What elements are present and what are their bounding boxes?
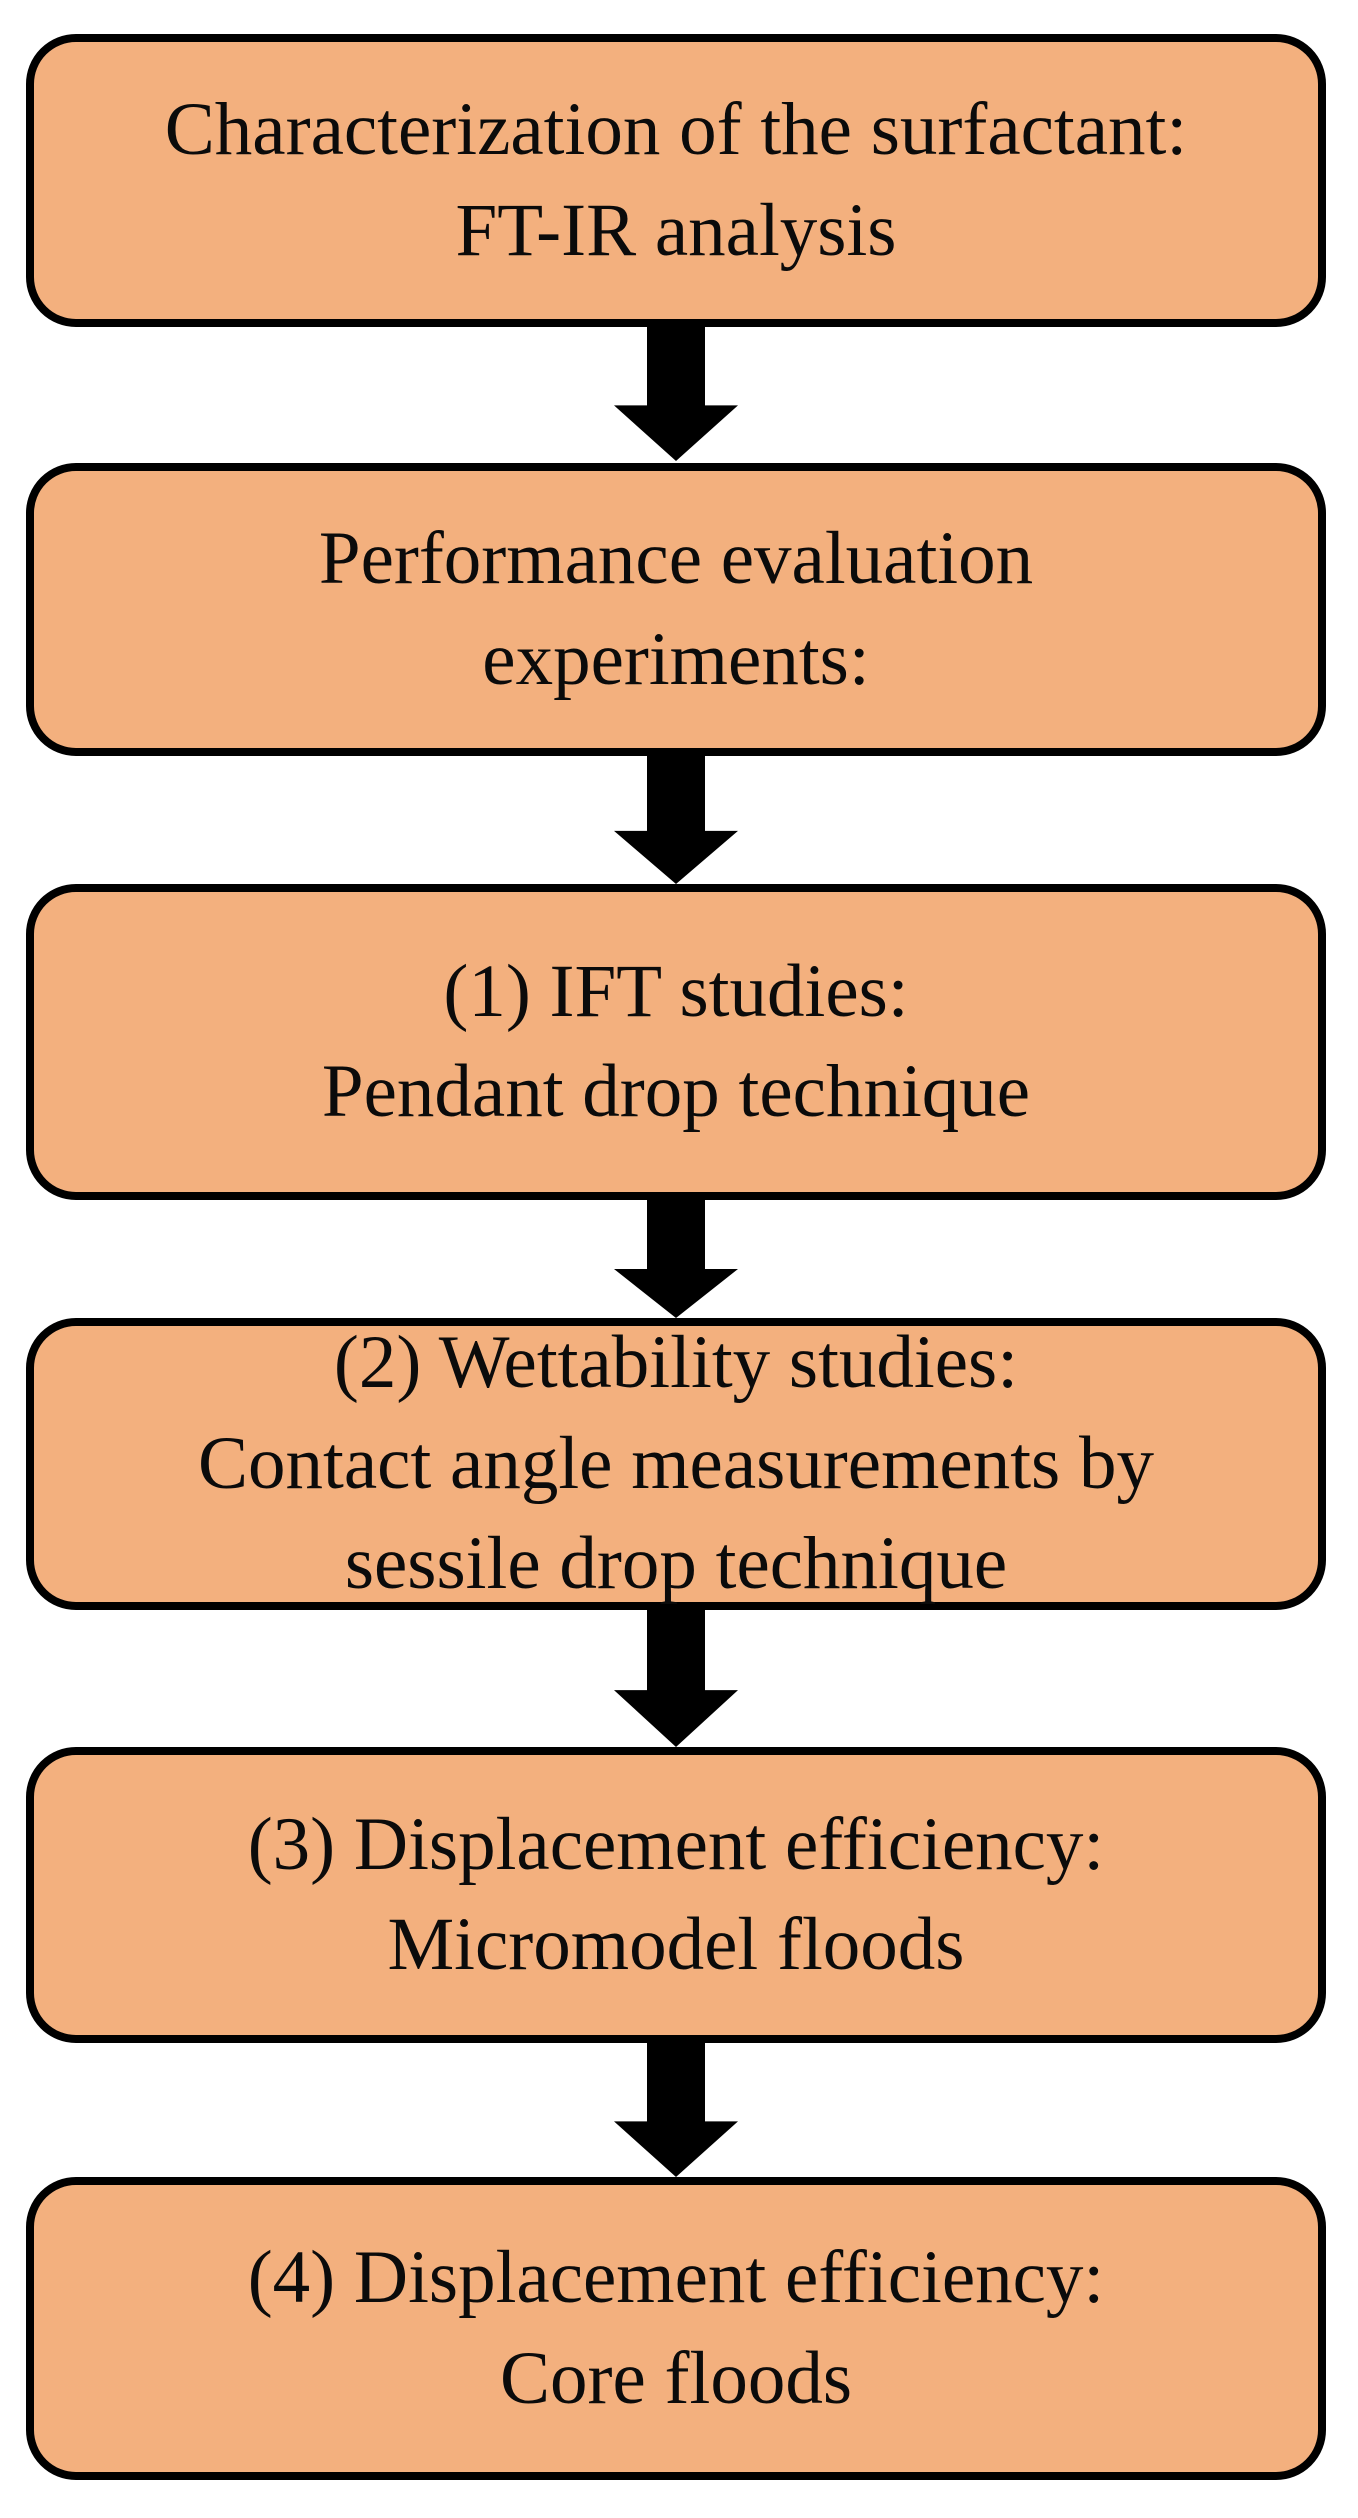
flow-box-ift-studies-label: (1) IFT studies: Pendant drop technique	[321, 949, 1031, 1134]
down-arrow-icon	[614, 756, 738, 884]
down-arrow-icon	[614, 1200, 738, 1318]
down-arrow-icon	[614, 2043, 738, 2177]
flow-box-wettability-studies-label: (2) Wettability studies: Contact angle m…	[198, 1321, 1154, 1606]
flow-box-displacement-micromodel-label: (3) Displacement efficiency: Micromodel …	[247, 1802, 1105, 1987]
flow-box-displacement-corefloods-label: (4) Displacement efficiency: Core floods	[247, 2236, 1105, 2420]
flow-box-performance-evaluation: Performance evaluation experiments:	[26, 463, 1326, 756]
flow-box-displacement-corefloods: (4) Displacement efficiency: Core floods	[26, 2177, 1326, 2480]
flow-box-wettability-studies: (2) Wettability studies: Contact angle m…	[26, 1318, 1326, 1610]
down-arrow-icon	[614, 1610, 738, 1747]
flow-box-ift-studies: (1) IFT studies: Pendant drop technique	[26, 884, 1326, 1200]
flow-box-characterization-label: Characterization of the surfactant: FT-I…	[164, 88, 1188, 272]
down-arrow-icon	[614, 327, 738, 461]
flow-box-performance-evaluation-label: Performance evaluation experiments:	[318, 517, 1034, 701]
flow-box-characterization: Characterization of the surfactant: FT-I…	[26, 34, 1326, 327]
flow-box-displacement-micromodel: (3) Displacement efficiency: Micromodel …	[26, 1747, 1326, 2043]
